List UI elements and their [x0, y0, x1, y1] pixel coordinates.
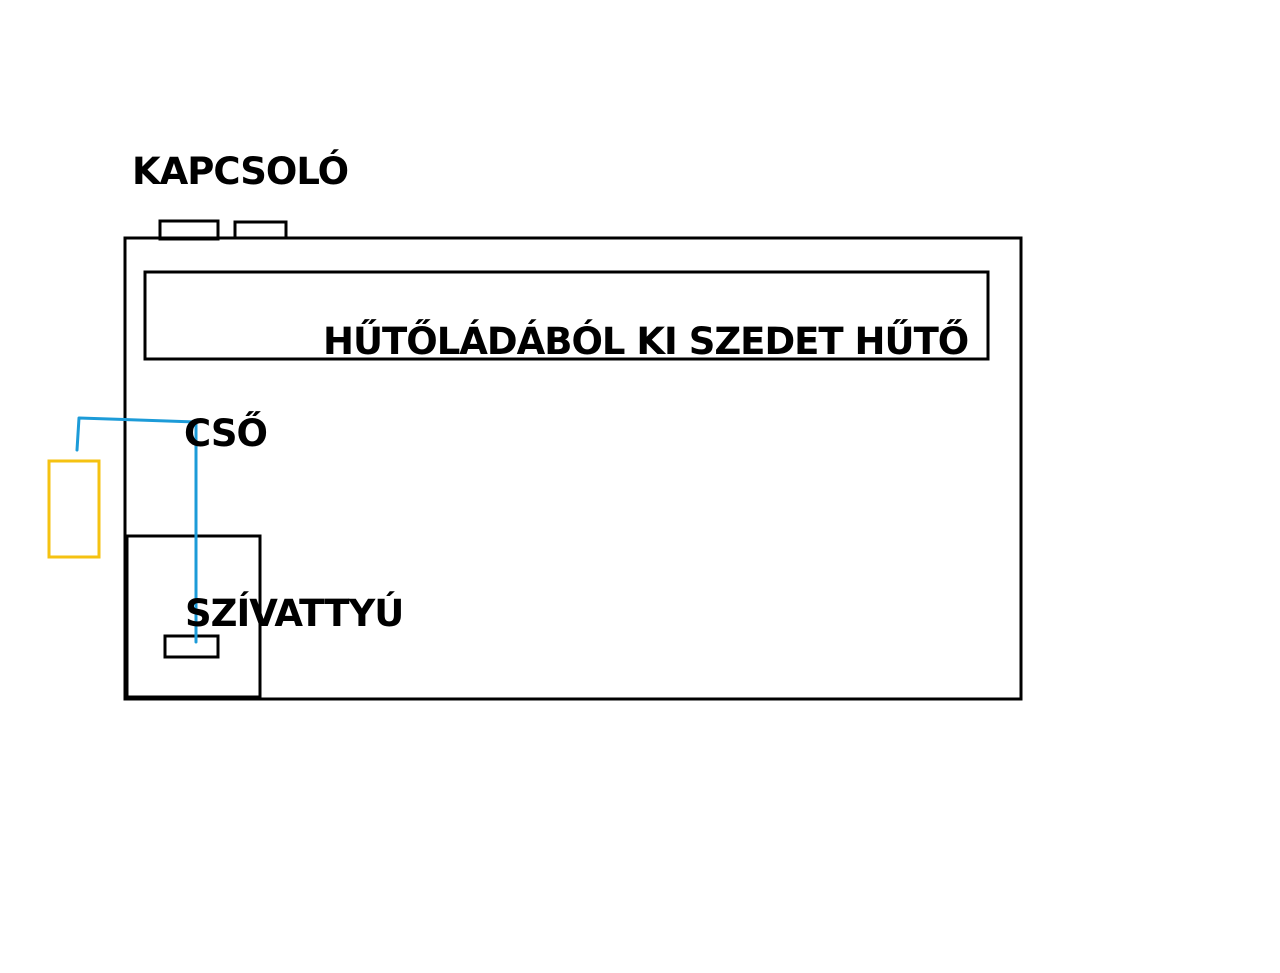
pump-label: SZÍVATTYÚ	[185, 591, 403, 635]
main-case	[123, 236, 1023, 701]
pump-compartment	[125, 534, 262, 699]
pipe-label: CSŐ	[184, 411, 267, 455]
external-reservoir	[47, 459, 101, 559]
pump-body	[163, 634, 220, 659]
cooler-box	[143, 270, 990, 361]
cooler-label: HŰTŐLÁDÁBÓL KI SZEDET HŰTŐ	[323, 319, 968, 363]
pipe-line	[75, 416, 198, 644]
switch-label: KAPCSOLÓ	[132, 149, 348, 193]
